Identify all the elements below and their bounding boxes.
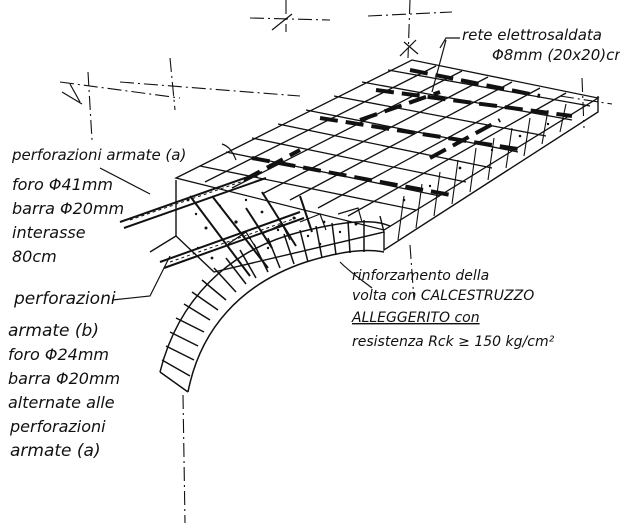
reinforcement-line2: volta con CALCESTRUZZO [352,288,534,304]
perforations-b-line7: armate (a) [10,441,101,461]
annotation-perforations-b: perforazioni armate (b) foro Φ24mm barra… [8,289,120,461]
perforations-b-line6: perforazioni [9,417,106,436]
annotation-reinforcement: rinforzamento della volta con CALCESTRUZ… [351,268,555,350]
perforations-a-line3: barra Φ20mm [12,199,124,218]
perforations-a-line4: interasse [12,223,86,242]
perforations-b-line5: alternate alle [8,393,115,412]
reinforcement-line4: resistenza Rck ≥ 150 kg/cm² [352,334,555,350]
side-wall-hatching [397,103,567,241]
perforations-b-line4: barra Φ20mm [8,369,120,388]
construction-lines [59,0,613,523]
mesh-label-line1: rete elettrosaldata [462,26,602,44]
reinforcement-line3: ALLEGGERITO con [351,310,480,326]
perforations-b-line2: armate (b) [8,321,99,341]
perforations-a-line2: foro Φ41mm [12,175,113,194]
mesh-bold-bars [243,68,573,198]
perforations-b-line1: perforazioni [13,289,116,309]
annotation-perforations-a: perforazioni armate (a) foro Φ41mm barra… [11,146,186,266]
anchor-bar-ribs [129,175,297,263]
concrete-slab [149,96,599,273]
concrete-speckle [186,122,550,260]
axis-arrows [61,13,419,105]
perforations-a-line5: 80cm [12,247,57,266]
perforations-a-line1: perforazioni armate (a) [11,146,186,164]
mesh-label-line2: Φ8mm (20x20)cm [492,46,620,64]
reinforcing-mesh [174,59,600,231]
annotation-mesh: rete elettrosaldata Φ8mm (20x20)cm [462,26,620,64]
anchor-bars [119,171,313,277]
leader-lines [99,37,460,301]
brick-vault [159,220,391,393]
perforations-b-line3: foro Φ24mm [8,345,109,364]
reinforcement-line1: rinforzamento della [352,268,489,284]
